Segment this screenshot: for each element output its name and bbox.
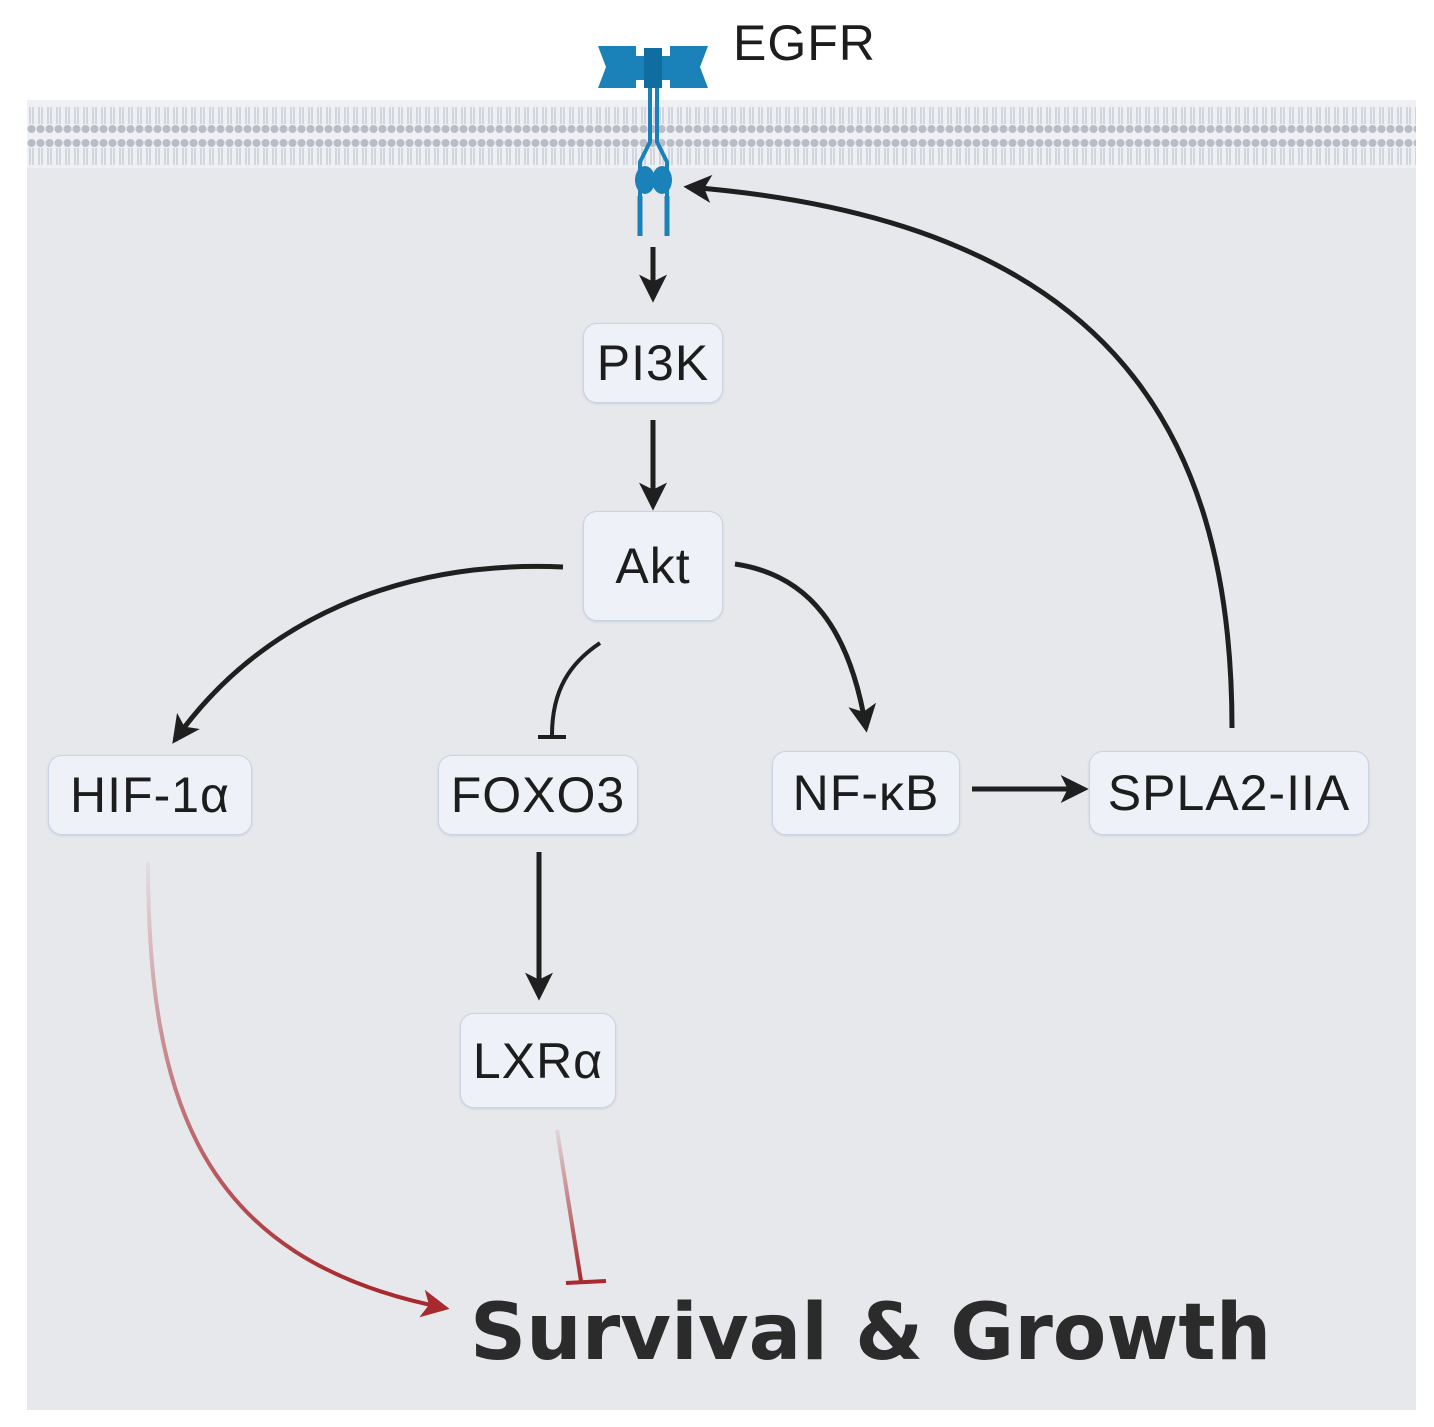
node-nfkb-label: NF-κB xyxy=(792,765,940,821)
egfr-label: EGFR xyxy=(733,15,876,71)
node-spla2: SPLA2-IIA xyxy=(1089,751,1369,835)
node-akt: Akt xyxy=(583,511,723,621)
node-spla2-label: SPLA2-IIA xyxy=(1107,765,1351,821)
membrane-lipids xyxy=(27,100,1416,168)
node-foxo3: FOXO3 xyxy=(438,755,638,835)
inhibit-lxra-to-survival xyxy=(555,1129,583,1282)
outcome-label: Survival & Growth xyxy=(470,1288,1272,1378)
node-hif1a-label: HIF-1α xyxy=(70,767,230,823)
inhibit-bar-survival xyxy=(565,1279,607,1285)
arrow-akt-to-nfkb xyxy=(734,561,877,733)
node-akt-label: Akt xyxy=(615,538,691,594)
node-pi3k-label: PI3K xyxy=(596,335,710,391)
node-lxra-label: LXRα xyxy=(472,1032,604,1089)
node-foxo3-label: FOXO3 xyxy=(450,767,626,823)
egfr-receptor-icon xyxy=(598,46,708,236)
inhibit-akt-to-foxo3 xyxy=(550,641,602,736)
node-hif1a: HIF-1α xyxy=(48,755,252,835)
node-pi3k: PI3K xyxy=(583,323,723,403)
arrow-akt-to-hif1a xyxy=(172,563,564,744)
node-nfkb: NF-κB xyxy=(772,751,960,835)
arrow-spla2-to-egfr xyxy=(683,174,1235,729)
arrow-hif1a-to-survival xyxy=(146,861,450,1318)
node-lxra: LXRα xyxy=(460,1013,616,1108)
